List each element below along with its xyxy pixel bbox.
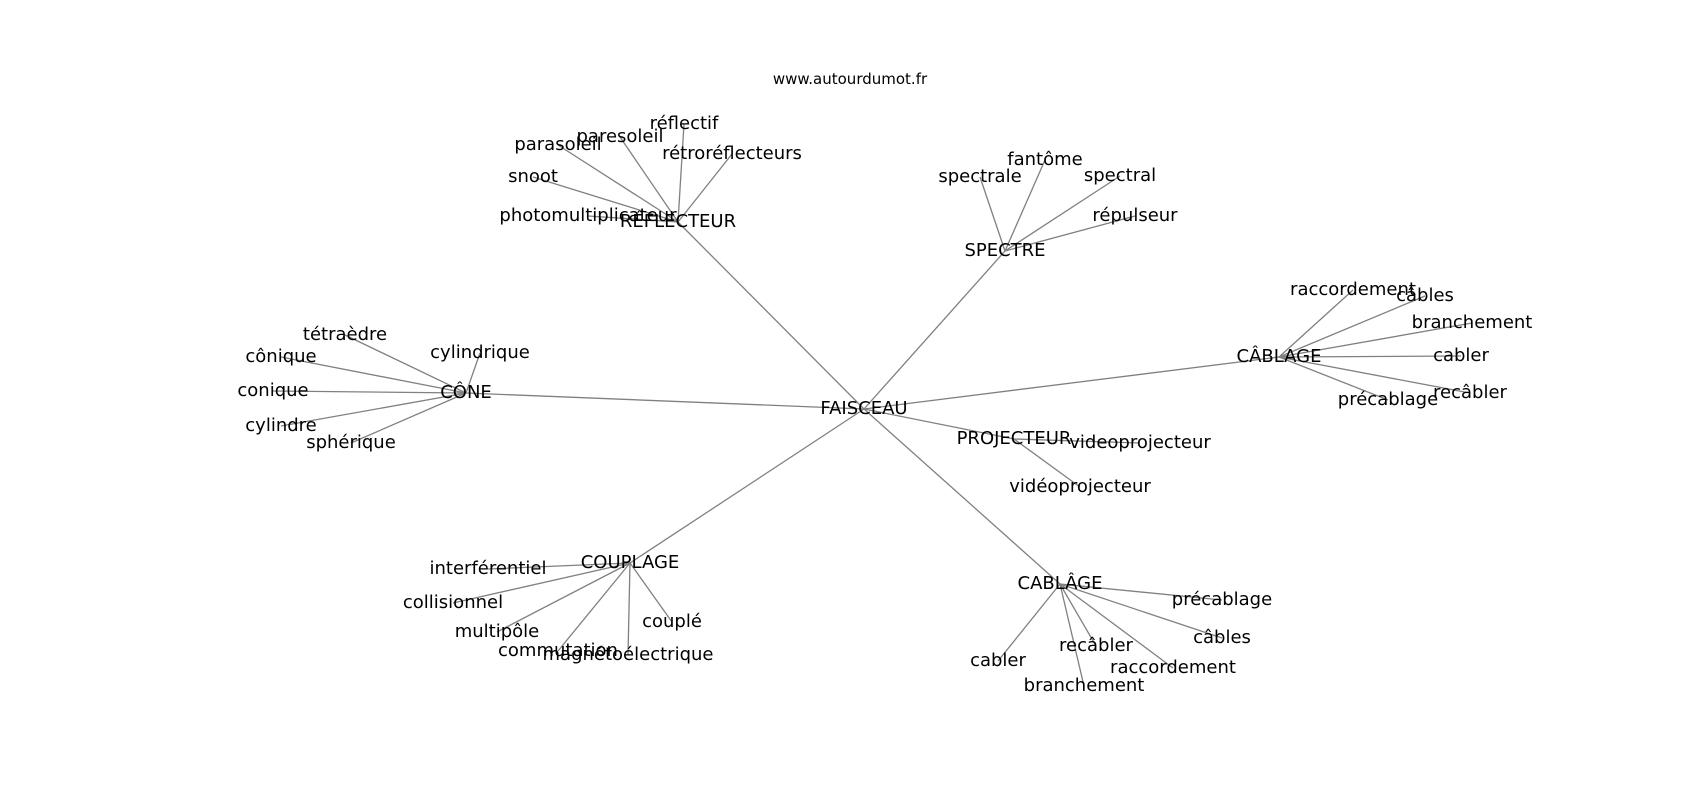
edge-0-1	[532, 176, 679, 223]
edge-2-4	[1278, 356, 1471, 394]
hub-word: COUPLAGE	[581, 552, 680, 573]
edge-4-0	[1013, 438, 1141, 444]
edge-5-0	[487, 562, 631, 570]
leaf-word: snoot	[508, 166, 558, 187]
hub-word: SPECTRE	[964, 240, 1045, 261]
edge-4-1	[1013, 438, 1081, 488]
hub-word: PROJECTEUR	[957, 428, 1072, 449]
edge-3-5	[350, 392, 467, 444]
edge-2-3	[1278, 355, 1462, 358]
edge-6-2	[1059, 583, 1174, 669]
leaf-word: câbles	[1396, 285, 1454, 306]
leaf-word: raccordement	[1110, 657, 1236, 678]
edge-3-2	[465, 352, 481, 394]
leaf-word: paresoleil	[576, 126, 663, 147]
site-url: www.autourdumot.fr	[772, 70, 928, 88]
edge-0-5	[677, 153, 733, 223]
edge-2-1	[1278, 295, 1426, 358]
hub-word: CABLÂGE	[1018, 572, 1103, 594]
edge-6-3	[1059, 583, 1097, 647]
edge-5-1	[452, 562, 631, 604]
leaf-word: câbles	[1193, 627, 1251, 648]
edge-5-3	[557, 562, 631, 652]
leaf-word: spectral	[1084, 165, 1156, 186]
edge-3-3	[272, 390, 467, 394]
edge-5-4	[627, 562, 631, 656]
edge-6-1	[1059, 583, 1223, 639]
leaf-word: tétraèdre	[303, 324, 387, 345]
edge-0-3	[619, 136, 679, 223]
leaf-word: magnétoélectrique	[543, 644, 714, 665]
leaf-word: multipôle	[455, 621, 540, 642]
leaf-word: collisionnel	[403, 592, 503, 613]
leaf-word: rétroréflecteurs	[662, 143, 802, 164]
leaf-word: conique	[237, 380, 308, 401]
leaf-word: recâbler	[1059, 635, 1134, 656]
hub-word: CÔNE	[440, 381, 492, 403]
leaf-word: cabler	[1433, 345, 1489, 366]
edge-5-2	[496, 562, 631, 633]
edge-0-0	[587, 215, 679, 223]
edge-center-1	[863, 250, 1006, 410]
leaf-word: vidéoprojecteur	[1009, 476, 1151, 497]
edge-3-0	[344, 334, 467, 394]
leaf-word: répulseur	[1092, 205, 1178, 226]
edge-center-5	[629, 408, 865, 564]
edge-1-0	[979, 176, 1006, 252]
edge-6-4	[1059, 583, 1085, 687]
edge-6-5	[997, 583, 1061, 662]
leaf-word: parasoleil	[514, 134, 601, 155]
edge-2-5	[1278, 356, 1389, 401]
edge-3-1	[280, 356, 467, 394]
leaf-word: sphérique	[306, 432, 396, 453]
leaf-word: interférentiel	[430, 558, 547, 579]
edge-center-6	[863, 408, 1061, 585]
center-word: FAISCEAU	[820, 398, 907, 419]
edge-1-3	[1004, 215, 1136, 252]
leaf-word: fantôme	[1007, 149, 1082, 170]
leaf-word: précablage	[1172, 589, 1272, 610]
edge-1-2	[1004, 175, 1121, 252]
edge-5-5	[629, 562, 673, 623]
leaf-word: videoprojecteur	[1069, 432, 1211, 453]
leaf-word: précablage	[1338, 389, 1438, 410]
leaf-word: branchement	[1024, 675, 1145, 696]
leaf-word: spectrale	[938, 166, 1021, 187]
leaf-word: recâbler	[1433, 382, 1508, 403]
leaf-word: commutation	[498, 640, 618, 661]
edge-2-2	[1278, 322, 1473, 358]
leaf-word: réflectif	[650, 113, 719, 134]
edge-center-4	[863, 408, 1015, 440]
hub-word: RÉFLECTEUR	[620, 210, 736, 232]
edge-1-1	[1004, 159, 1046, 252]
edges	[272, 123, 1473, 687]
leaf-word: photomultiplicateur	[499, 205, 677, 226]
leaf-word: branchement	[1412, 312, 1533, 333]
edge-center-2	[863, 356, 1280, 410]
leaf-word: cylindre	[245, 415, 316, 436]
hub-word: CÂBLAGE	[1237, 345, 1322, 367]
leaf-word: raccordement	[1290, 279, 1416, 300]
edge-2-0	[1278, 289, 1354, 358]
leaf-word: cabler	[970, 650, 1026, 671]
edge-0-4	[677, 123, 685, 223]
edge-0-2	[557, 144, 679, 223]
edge-6-0	[1059, 583, 1223, 601]
edge-center-3	[465, 392, 865, 410]
leaf-word: cylindrique	[430, 342, 530, 363]
edge-center-0	[677, 221, 865, 410]
leaf-word: couplé	[642, 611, 702, 632]
leaf-word: cônique	[245, 346, 316, 367]
edge-3-4	[280, 392, 467, 427]
